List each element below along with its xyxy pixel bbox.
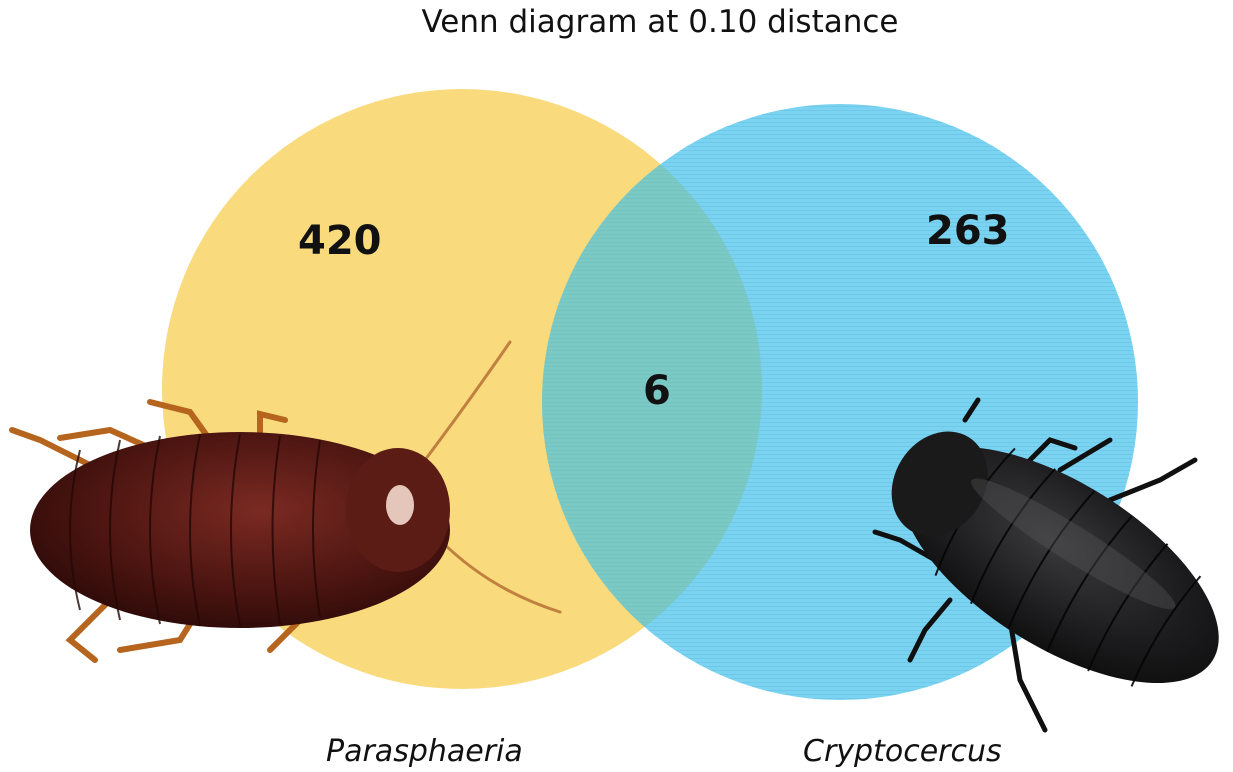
left-set-label: Parasphaeria (326, 734, 523, 769)
intersection-count: 6 (643, 368, 671, 414)
right-set-label: Cryptocercus (803, 734, 1002, 769)
right-unique-count: 263 (926, 208, 1010, 254)
left-unique-count: 420 (298, 218, 382, 264)
